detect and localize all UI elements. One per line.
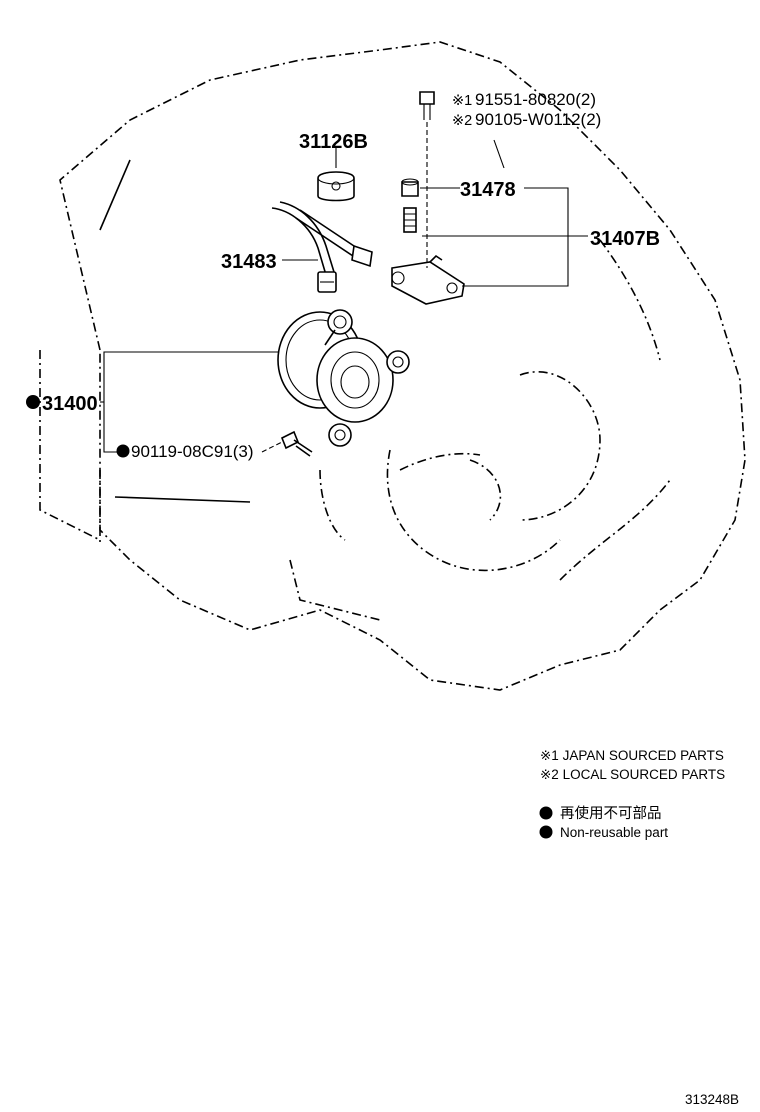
long-bolt [295,209,373,268]
hose-31483 [271,201,337,293]
label-31126b: 31126B [299,131,368,153]
bullet-dot-icon [539,825,553,839]
bullet-dot-icon [26,395,40,409]
bullet-dot-icon [539,806,553,820]
legend-nonreusable-jp: 再使用不可部品 [560,805,662,822]
small-bolt [419,91,435,120]
bolt2-mark: ※2 [452,113,472,129]
bleeder-plug-31407b [403,207,417,233]
label-bolt-91551: 91551-80820(2) [475,90,596,109]
grommet-31126b [317,171,355,202]
cap-31478 [401,178,419,197]
legend-note-2: ※2 LOCAL SOURCED PARTS [540,767,725,782]
label-31483: 31483 [221,251,277,273]
release-bearing-assembly [277,309,410,447]
transmission-housing-outline [39,41,746,691]
bolt-90119 [280,430,313,457]
legend: ※1 JAPAN SOURCED PARTS ※2 LOCAL SOURCED … [539,748,725,840]
label-31407b: 31407B [590,228,660,250]
union-fitting [391,254,465,305]
diagram-code: 313248B [685,1092,739,1107]
label-90119: 90119-08C91(3) [131,442,254,461]
label-bolt-90105: 90105-W0112(2) [475,110,601,129]
legend-nonreusable-en: Non-reusable part [560,825,668,840]
legend-note-1: ※1 JAPAN SOURCED PARTS [540,748,724,763]
bolt1-mark: ※1 [452,93,472,109]
label-31478: 31478 [460,179,516,201]
label-31400: 31400 [42,393,98,415]
leader-lines [100,122,588,453]
bullet-dot-icon [116,444,130,458]
